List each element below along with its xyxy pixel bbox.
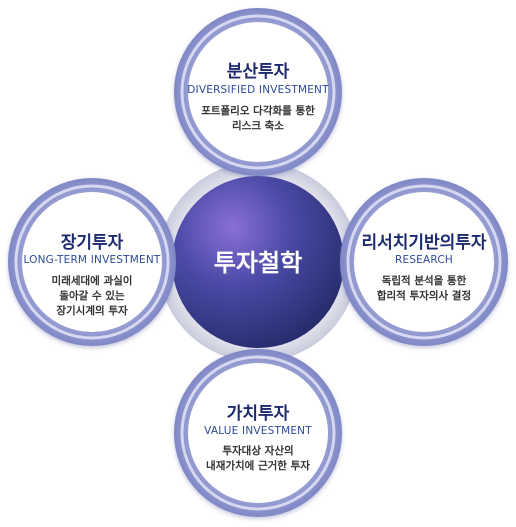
node-left-subtitle: LONG-TERM INVESTMENT <box>23 254 161 266</box>
node-right-desc: 독립적 분석을 통한 합리적 투자의사 결정 <box>344 274 504 304</box>
node-left-circle <box>8 178 176 346</box>
node-bottom-circle <box>174 349 342 517</box>
node-top-title: 분산투자 <box>226 62 290 82</box>
node-right-desc-line: 독립적 분석을 통한 <box>381 275 467 287</box>
node-top-desc-line: 리스크 축소 <box>232 120 284 133</box>
node-top-desc-line: 포트폴리오 다각화를 통한 <box>201 105 315 117</box>
node-right-circle <box>340 178 508 346</box>
node-right-subtitle: RESEARCH <box>394 254 453 266</box>
node-bottom-desc-line: 투자대상 자산의 <box>222 445 294 457</box>
node-bottom-desc-line: 내재가치에 근거한 투자 <box>206 460 310 473</box>
center-circle <box>172 176 344 348</box>
node-top-circle <box>174 8 342 176</box>
node-top-subtitle: DIVERSIFIED INVESTMENT <box>187 84 329 96</box>
node-bottom-subtitle: VALUE INVESTMENT <box>204 425 312 437</box>
node-left-desc-line: 돌아갈 수 있는 <box>59 290 125 303</box>
node-left-desc-line: 미래세대에 과실이 <box>51 275 133 287</box>
node-bottom-title: 가치투자 <box>226 404 290 424</box>
node-left-title: 장기투자 <box>60 233 124 253</box>
node-left-desc: 미래세대에 과실이 돌아갈 수 있는 장기시계의 투자 <box>12 274 172 320</box>
node-right-title: 리서치기반의투자 <box>361 233 487 253</box>
node-right-desc-line: 합리적 투자의사 결정 <box>376 290 472 303</box>
center-label: 투자철학 <box>213 249 303 277</box>
node-top-desc: 포트폴리오 다각화를 통한 리스크 축소 <box>178 104 338 134</box>
node-left-desc-line: 장기시계의 투자 <box>56 305 128 318</box>
node-bottom-desc: 투자대상 자산의 내재가치에 근거한 투자 <box>178 444 338 474</box>
